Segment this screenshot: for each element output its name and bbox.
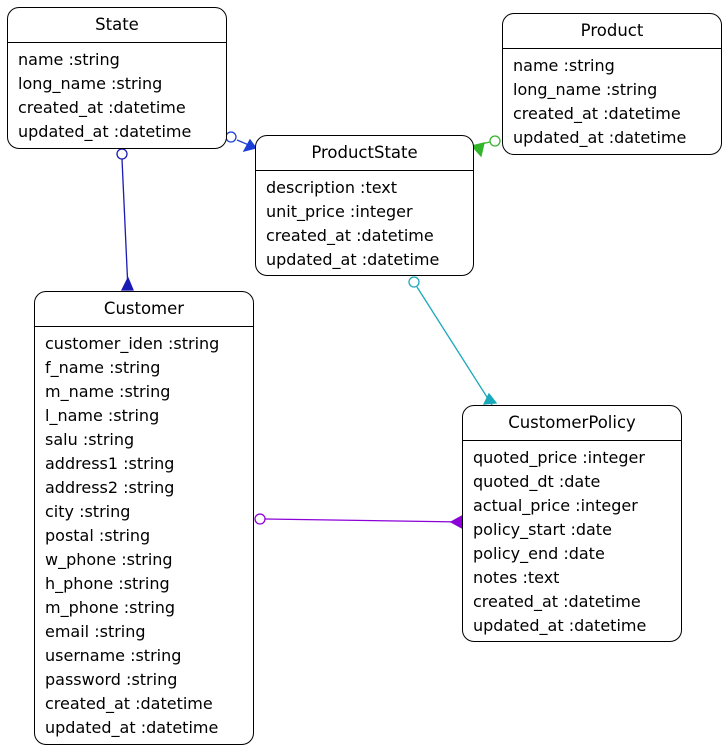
attribute: postal :string <box>45 526 151 545</box>
attribute: updated_at :datetime <box>45 718 219 737</box>
attribute-list: description :text unit_price :integer cr… <box>256 171 473 272</box>
attribute: updated_at :datetime <box>266 250 440 269</box>
attribute: created_at :datetime <box>473 592 641 611</box>
attribute: salu :string <box>45 430 135 449</box>
entity-product[interactable]: Product name :string long_name :string c… <box>502 13 722 155</box>
attribute-list: name :string long_name :string created_a… <box>8 43 226 144</box>
attribute: w_phone :string <box>45 550 173 569</box>
attribute-list: customer_iden :string f_name :string m_n… <box>35 327 253 740</box>
attribute-list: quoted_price :integer quoted_dt :date ac… <box>463 441 681 638</box>
entity-productstate[interactable]: ProductState description :text unit_pric… <box>255 135 474 276</box>
entity-customer[interactable]: Customer customer_iden :string f_name :s… <box>34 291 254 745</box>
attribute: email :string <box>45 622 146 641</box>
attribute: m_name :string <box>45 382 171 401</box>
edge-product-productstate <box>470 135 501 158</box>
entity-title: Customer <box>35 292 253 327</box>
attribute: updated_at :datetime <box>513 128 687 147</box>
attribute: quoted_price :integer <box>473 448 645 467</box>
attribute: customer_iden :string <box>45 334 220 353</box>
attribute: created_at :datetime <box>513 104 681 123</box>
attribute: f_name :string <box>45 358 161 377</box>
entity-customerpolicy[interactable]: CustomerPolicy quoted_price :integer quo… <box>462 405 682 642</box>
attribute: created_at :datetime <box>45 694 213 713</box>
attribute: long_name :string <box>18 74 163 93</box>
attribute: notes :text <box>473 568 560 587</box>
attribute: description :text <box>266 178 398 197</box>
attribute: address1 :string <box>45 454 175 473</box>
attribute: long_name :string <box>513 80 658 99</box>
entity-title: CustomerPolicy <box>463 406 681 441</box>
attribute-list: name :string long_name :string created_a… <box>503 49 721 150</box>
edge-productstate-customerpolicy <box>408 276 498 406</box>
attribute: actual_price :integer <box>473 496 638 515</box>
attribute: updated_at :datetime <box>473 616 647 635</box>
attribute: city :string <box>45 502 131 521</box>
attribute: m_phone :string <box>45 598 176 617</box>
attribute: created_at :datetime <box>266 226 434 245</box>
attribute: password :string <box>45 670 178 689</box>
attribute: created_at :datetime <box>18 98 186 117</box>
attribute: updated_at :datetime <box>18 122 192 141</box>
attribute: l_name :string <box>45 406 160 425</box>
attribute: quoted_dt :date <box>473 472 601 491</box>
attribute: address2 :string <box>45 478 175 497</box>
edge-state-customer <box>116 148 134 291</box>
entity-state[interactable]: State name :string long_name :string cre… <box>7 7 227 149</box>
attribute: h_phone :string <box>45 574 170 593</box>
entity-title: State <box>8 8 226 43</box>
edge-state-productstate <box>225 131 258 152</box>
attribute: username :string <box>45 646 182 665</box>
entity-title: Product <box>503 14 721 49</box>
entity-title: ProductState <box>256 136 473 171</box>
edge-customer-customerpolicy <box>254 513 463 530</box>
attribute: name :string <box>513 56 615 75</box>
attribute: policy_end :date <box>473 544 605 563</box>
attribute: policy_start :date <box>473 520 612 539</box>
attribute: unit_price :integer <box>266 202 413 221</box>
attribute: name :string <box>18 50 120 69</box>
